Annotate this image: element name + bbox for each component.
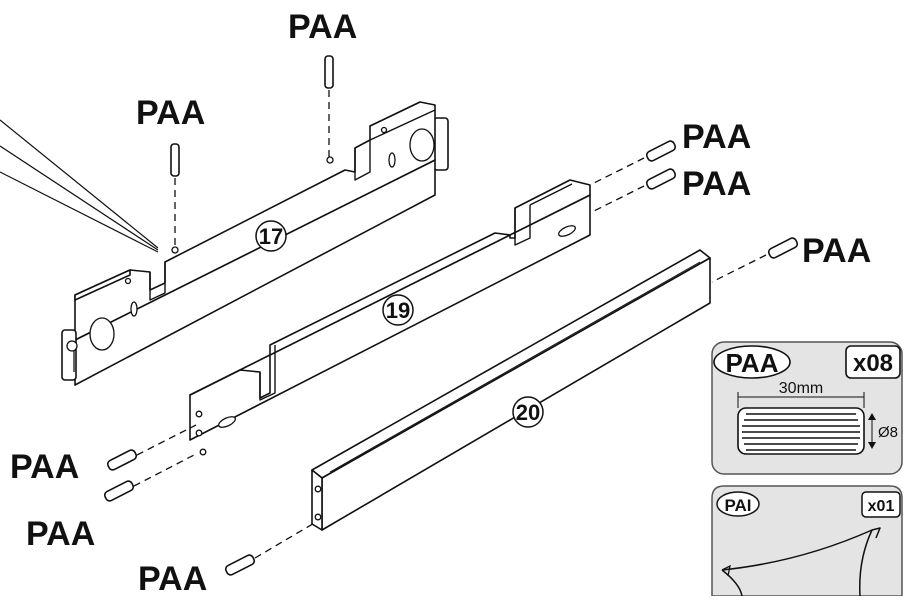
label-paa-left-1: PAA	[10, 448, 79, 486]
legend-paa-length: 30mm	[779, 380, 823, 397]
part-number-20: 20	[512, 396, 544, 428]
label-paa-right-1: PAA	[682, 118, 751, 156]
legend-pai-code: PAI	[724, 496, 751, 515]
legend-paa-diameter: Ø8	[878, 424, 898, 441]
legend-dowel-drawing	[737, 407, 865, 455]
part-20	[311, 249, 711, 531]
part-number-19: 19	[382, 294, 414, 326]
label-paa-top: PAA	[288, 8, 357, 46]
part-number-17-text: 17	[259, 224, 283, 249]
label-paa-right-2: PAA	[682, 165, 751, 203]
leader-lines	[0, 119, 159, 253]
label-paa-left-top: PAA	[136, 94, 205, 132]
legend-paa-code: PAA	[726, 348, 779, 378]
legend-paa-panel: PAA x08 30mm Ø8	[711, 341, 903, 475]
part-number-20-text: 20	[516, 400, 540, 425]
label-paa-left-2: PAA	[26, 515, 95, 553]
part-number-19-text: 19	[386, 298, 410, 323]
legend-paa-qty: x08	[853, 350, 893, 377]
legend-pai-panel: PAI x01	[711, 485, 903, 597]
legend-pai-qty: x01	[868, 498, 895, 515]
part-17	[61, 101, 449, 386]
part-number-17: 17	[255, 220, 287, 252]
dowels	[103, 55, 799, 576]
cloth-icon	[721, 527, 881, 597]
label-paa-right-3: PAA	[802, 232, 871, 270]
label-paa-bottom: PAA	[138, 560, 207, 596]
